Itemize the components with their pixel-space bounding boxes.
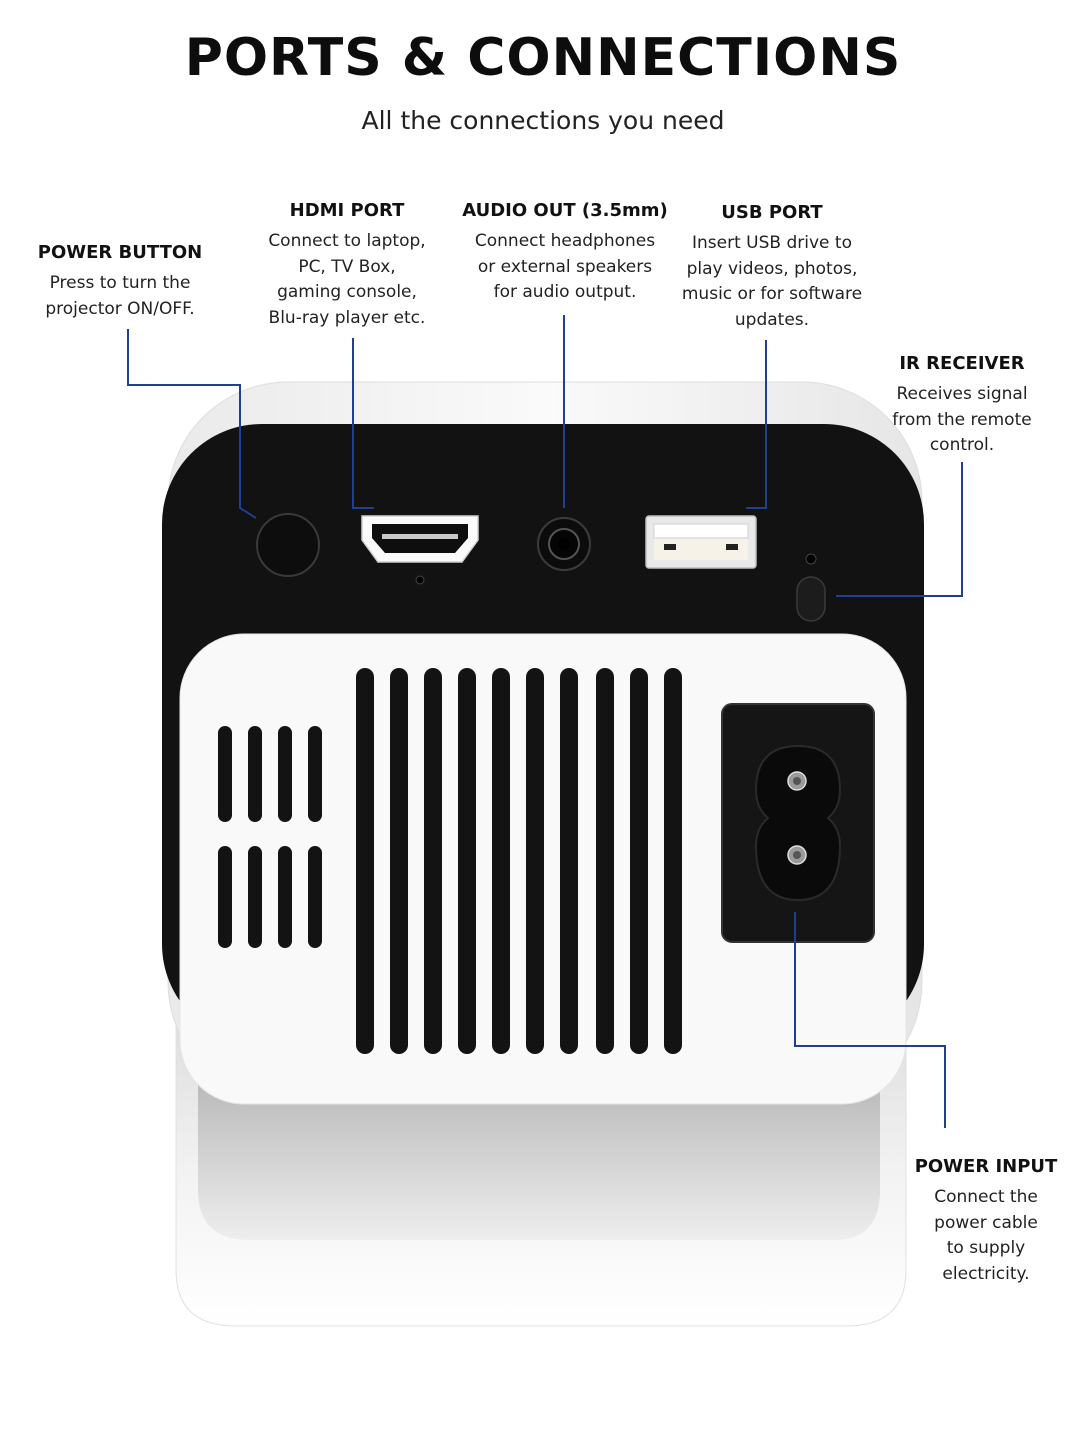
vent-panel bbox=[179, 633, 907, 1105]
usb-port-graphic bbox=[645, 515, 757, 569]
page-subtitle: All the connections you need bbox=[361, 106, 725, 135]
usb-port-description: Insert USB drive to play videos, photos,… bbox=[681, 233, 863, 330]
large-vents bbox=[356, 668, 682, 1054]
device-shell bbox=[167, 381, 923, 1103]
power-input-description: Connect the power cable to supply electr… bbox=[934, 1187, 1038, 1284]
audio-out-description: Connect headphones or external speakers … bbox=[474, 231, 656, 302]
audio-jack-graphic bbox=[537, 517, 591, 571]
small-vents bbox=[218, 726, 322, 948]
callout-power-input: POWER INPUT Connect the power cable to s… bbox=[906, 1156, 1066, 1287]
usb-port-title: USB PORT bbox=[721, 202, 823, 223]
callout-ir-receiver: IR RECEIVER Receives signal from the rem… bbox=[880, 353, 1044, 459]
power-button-title: POWER BUTTON bbox=[37, 242, 203, 263]
power-input-title: POWER INPUT bbox=[914, 1156, 1058, 1177]
leader-usb bbox=[746, 340, 767, 509]
black-panel bbox=[162, 424, 924, 1044]
callout-usb-port: USB PORT Insert USB drive to play videos… bbox=[672, 202, 872, 333]
stand-base bbox=[175, 1009, 907, 1327]
ir-receiver-graphic bbox=[796, 553, 826, 622]
ir-receiver-description: Receives signal from the remote control. bbox=[892, 384, 1032, 455]
leader-hdmi bbox=[352, 338, 374, 509]
leader-lines bbox=[127, 315, 963, 1128]
audio-out-title: AUDIO OUT (3.5mm) bbox=[462, 200, 668, 221]
ir-receiver-title: IR RECEIVER bbox=[899, 353, 1025, 374]
hdmi-port-graphic bbox=[361, 515, 479, 585]
callout-power-button: POWER BUTTON Press to turn the projector… bbox=[25, 242, 215, 322]
power-input-socket bbox=[721, 703, 875, 943]
callout-hdmi-port: HDMI PORT Connect to laptop, PC, TV Box,… bbox=[252, 200, 442, 331]
hdmi-port-title: HDMI PORT bbox=[289, 200, 405, 221]
hdmi-port-description: Connect to laptop, PC, TV Box, gaming co… bbox=[268, 231, 426, 328]
power-button-description: Press to turn the projector ON/OFF. bbox=[45, 273, 195, 319]
callout-audio-out: AUDIO OUT (3.5mm) Connect headphones or … bbox=[460, 200, 670, 306]
leader-power-input bbox=[794, 912, 946, 1128]
leader-power-button bbox=[127, 329, 257, 519]
power-button-graphic bbox=[256, 513, 320, 577]
page-title: PORTS & CONNECTIONS bbox=[184, 28, 902, 88]
leader-ir bbox=[836, 462, 963, 597]
